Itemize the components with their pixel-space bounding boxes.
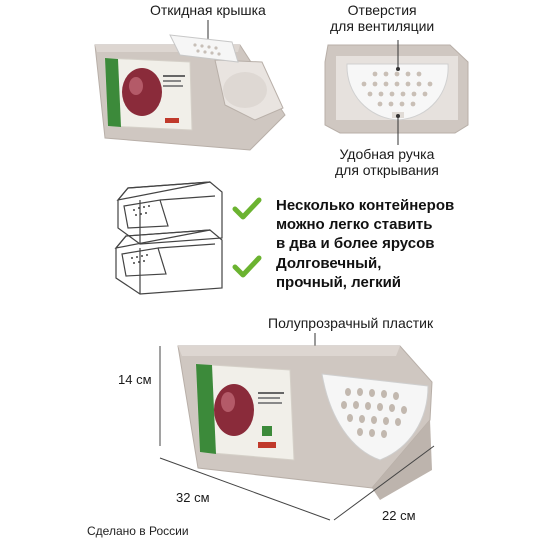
check-icon — [232, 197, 262, 220]
length-dimension: 32 см — [176, 490, 210, 505]
translucent-plastic-callout: Полупрозрачный пластик — [268, 315, 434, 331]
hinged-lid-callout: Откидная крышка — [150, 2, 266, 18]
check-icon — [232, 255, 262, 278]
feature-line: можно легко ставить — [276, 216, 433, 233]
width-dimension: 22 см — [382, 508, 416, 523]
feature-line: Долговечный, — [276, 255, 382, 272]
handle-callout: Удобная ручка для открывания — [335, 146, 439, 178]
feature-durable: Долговечный, прочный, легкий — [232, 254, 401, 292]
feature-stackable: Несколько контейнеров можно легко ставит… — [232, 196, 454, 253]
made-in-label: Сделано в России — [87, 524, 189, 538]
feature-line: Несколько контейнеров — [276, 197, 455, 214]
feature-line: в два и более ярусов — [276, 235, 435, 252]
ventilation-callout: Отверстия для вентиляции — [330, 2, 435, 34]
height-dimension: 14 см — [118, 372, 152, 387]
feature-line: прочный, легкий — [276, 274, 402, 291]
